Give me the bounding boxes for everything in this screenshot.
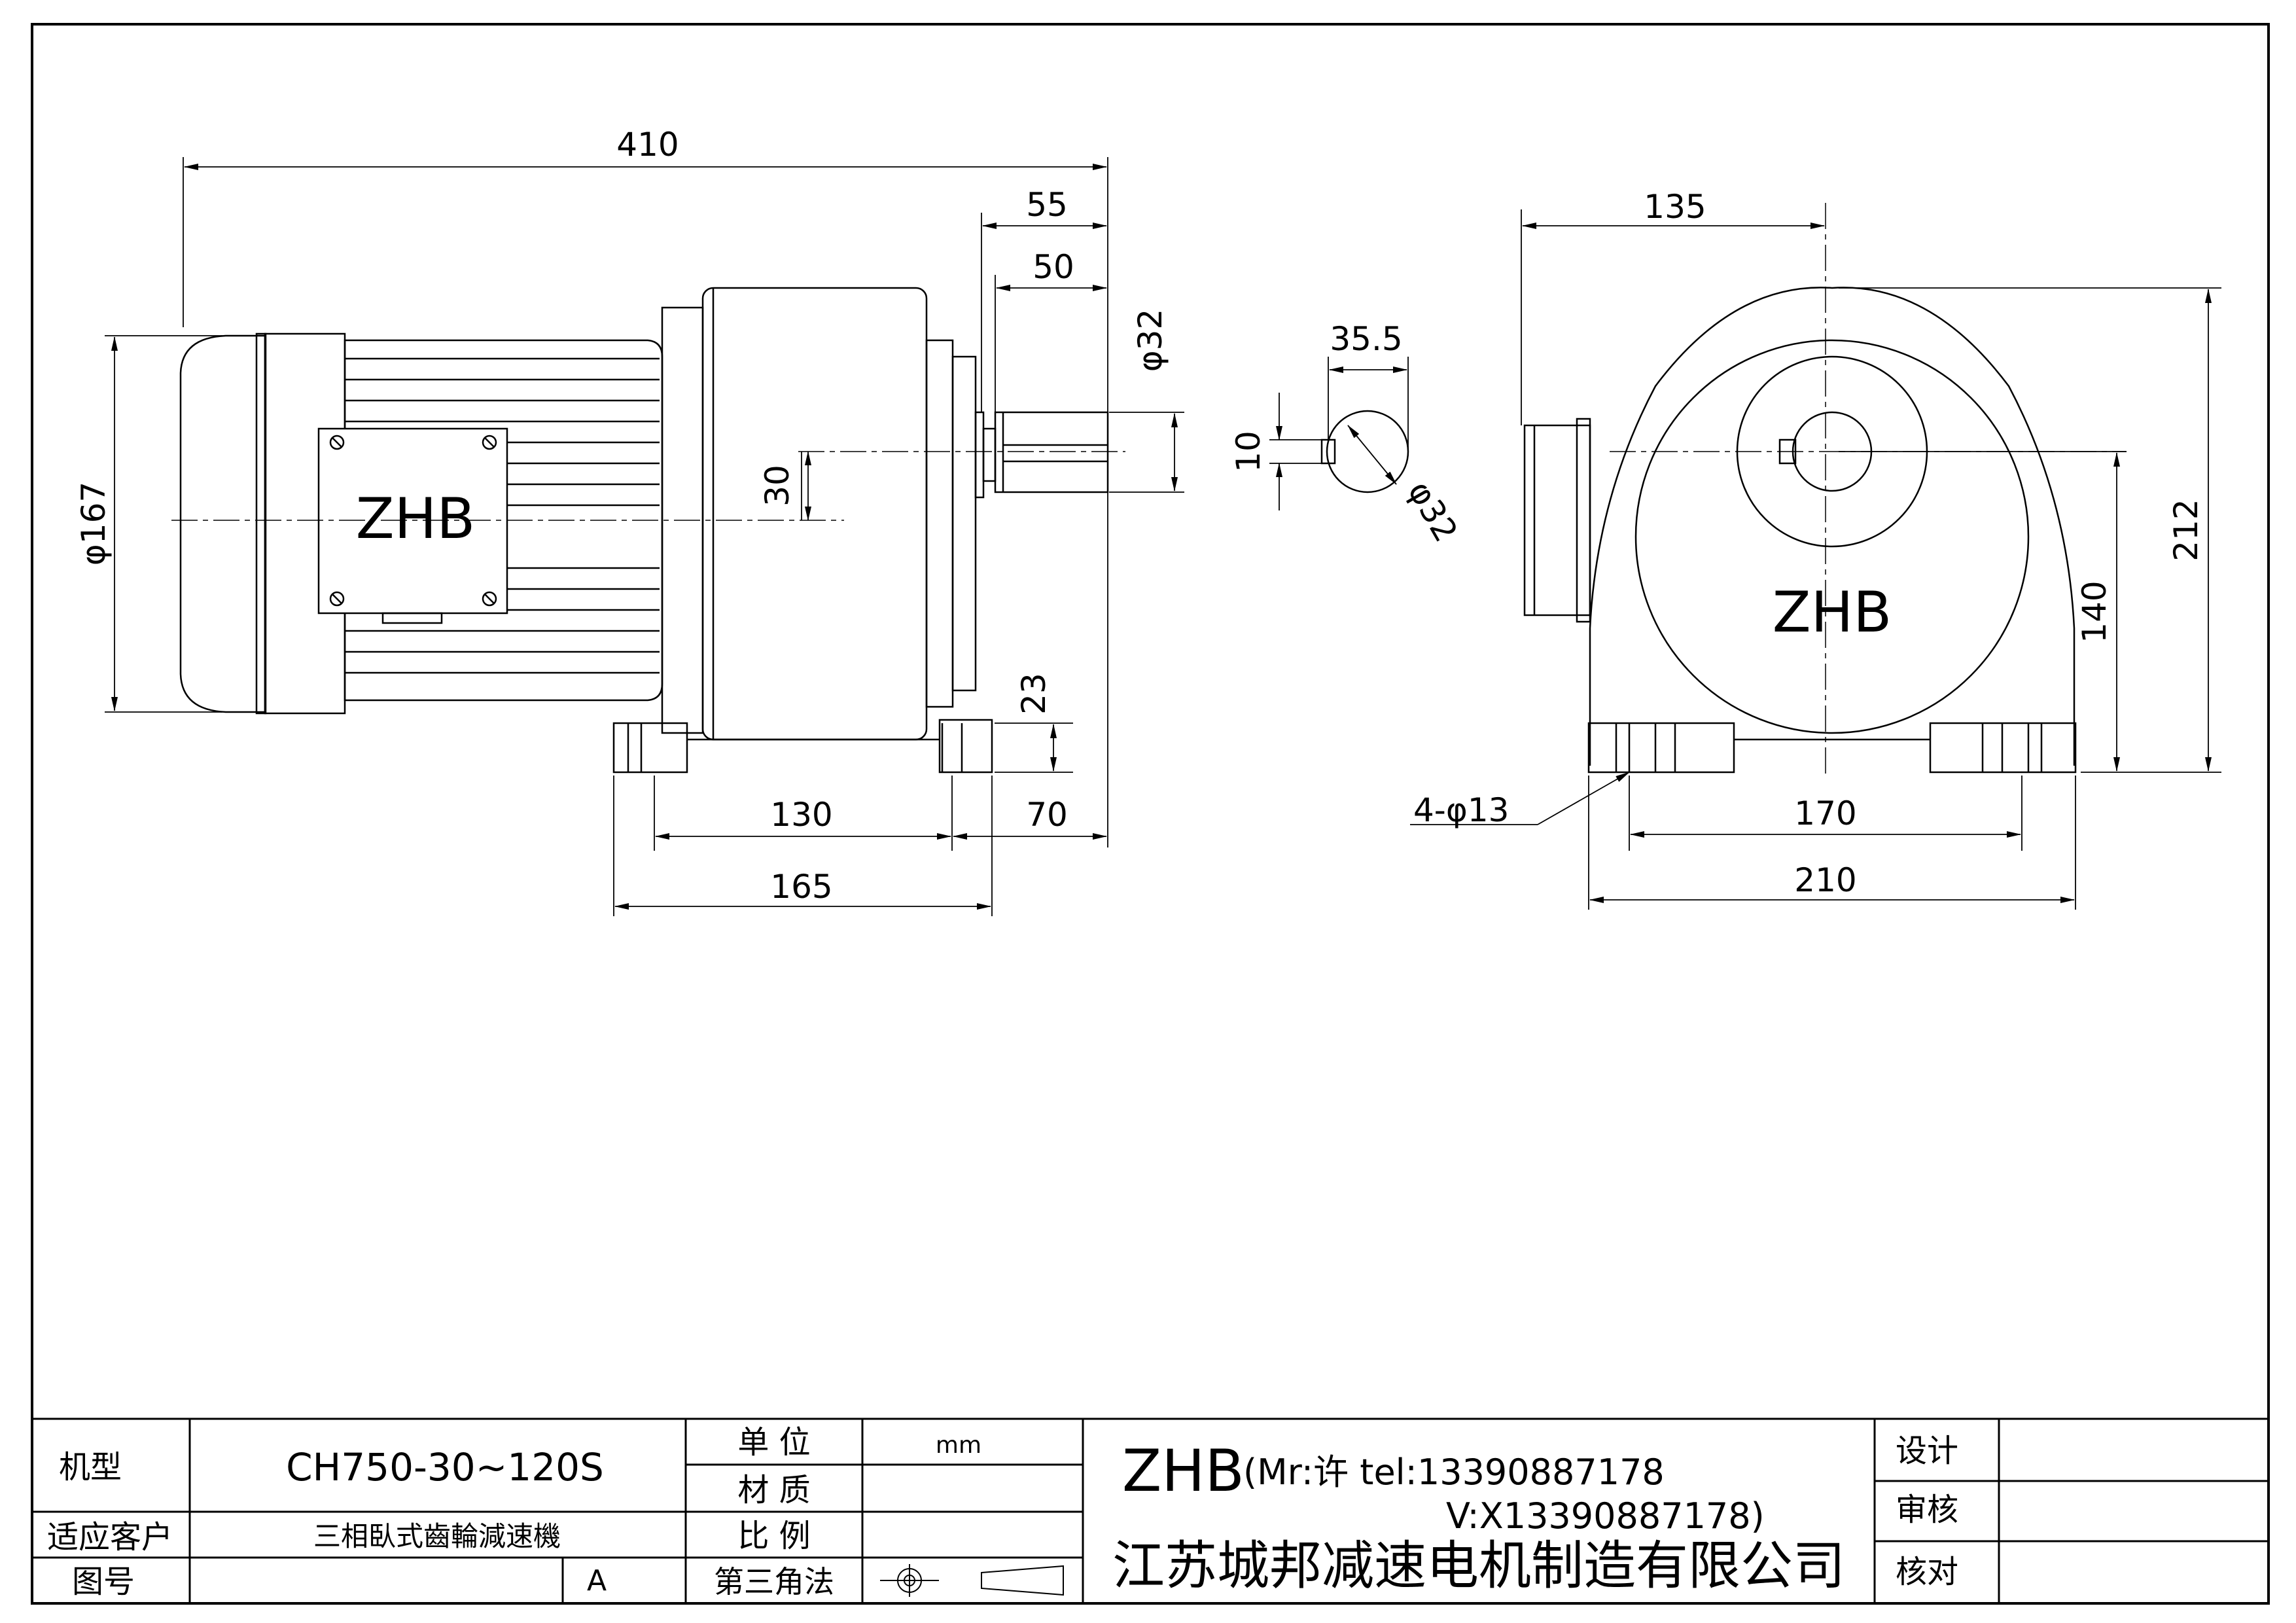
contact-line2: V:X13390887178) bbox=[1446, 1495, 1765, 1537]
unit-value: mm bbox=[936, 1432, 981, 1459]
projection-symbol bbox=[880, 1564, 1064, 1597]
housing-body bbox=[1589, 287, 2075, 766]
model-label: 机型 bbox=[59, 1449, 122, 1486]
shaft-circle bbox=[1326, 410, 1409, 493]
customer-value: 三相臥式齒輪減速機 bbox=[313, 1520, 561, 1552]
dim-50: 50 bbox=[1033, 248, 1074, 286]
review-label: 审核 bbox=[1896, 1491, 1958, 1528]
dim-55: 55 bbox=[1026, 186, 1068, 224]
dim-70: 70 bbox=[1026, 796, 1068, 834]
check-label: 核对 bbox=[1896, 1554, 1958, 1590]
base-foot-right bbox=[938, 719, 993, 774]
customer-label: 适应客户 bbox=[47, 1519, 173, 1556]
drawing-no-value: A bbox=[587, 1564, 607, 1597]
projection-label: 第三角法 bbox=[714, 1564, 834, 1599]
dim-410: 410 bbox=[616, 126, 679, 164]
dim-130: 130 bbox=[770, 796, 832, 834]
base-foot-left bbox=[612, 722, 688, 774]
dim-23: 23 bbox=[1015, 673, 1053, 715]
side-view bbox=[105, 157, 1184, 916]
dim-35-5: 35.5 bbox=[1330, 320, 1402, 358]
dim-phi-32-side: φ32 bbox=[1131, 309, 1169, 372]
brand-front: ZHB bbox=[1773, 580, 1892, 645]
scale-label: 比 例 bbox=[737, 1518, 810, 1554]
dim-210: 210 bbox=[1794, 861, 1856, 899]
dim-phi-167: φ167 bbox=[75, 482, 113, 565]
output-shaft bbox=[994, 411, 1109, 493]
contact-line1: (Mr:许 tel:13390887178 bbox=[1243, 1452, 1665, 1493]
shaft-section-view bbox=[1269, 357, 1409, 510]
dimension-texts: 410 55 50 φ32 φ167 30 23 130 70 165 ZHB … bbox=[75, 126, 2205, 906]
front-view bbox=[1410, 203, 2221, 910]
dim-holes: 4-φ13 bbox=[1413, 791, 1509, 829]
dim-phi-32-section: φ32 bbox=[1400, 474, 1465, 548]
dim-140: 140 bbox=[2075, 580, 2113, 643]
front-base-left bbox=[1587, 722, 1735, 774]
dim-30: 30 bbox=[758, 465, 796, 507]
model-value: CH750-30~120S bbox=[286, 1445, 604, 1489]
company-name: 江苏城邦减速电机制造有限公司 bbox=[1112, 1535, 1845, 1596]
fan-cover bbox=[179, 334, 266, 713]
unit-label: 单 位 bbox=[737, 1424, 810, 1461]
brand-side: ZHB bbox=[356, 486, 476, 552]
company-brand: ZHB bbox=[1122, 1437, 1245, 1505]
title-block bbox=[32, 1418, 2269, 1603]
housing-circle-outer bbox=[1634, 339, 2030, 734]
gearbox-housing bbox=[701, 287, 928, 741]
sheet-border bbox=[31, 23, 2270, 1605]
title-block-texts: 机型 CH750-30~120S 适应客户 三相臥式齒輪減速機 图号 A 单 位… bbox=[47, 1424, 1958, 1600]
dim-10: 10 bbox=[1229, 431, 1267, 473]
dim-212: 212 bbox=[2167, 499, 2205, 561]
drawing-no-label: 图号 bbox=[72, 1563, 135, 1600]
design-label: 设计 bbox=[1896, 1433, 1958, 1469]
dim-135: 135 bbox=[1644, 188, 1706, 226]
dim-165: 165 bbox=[770, 868, 832, 906]
dim-170: 170 bbox=[1794, 794, 1856, 832]
material-label: 材 质 bbox=[737, 1472, 810, 1508]
